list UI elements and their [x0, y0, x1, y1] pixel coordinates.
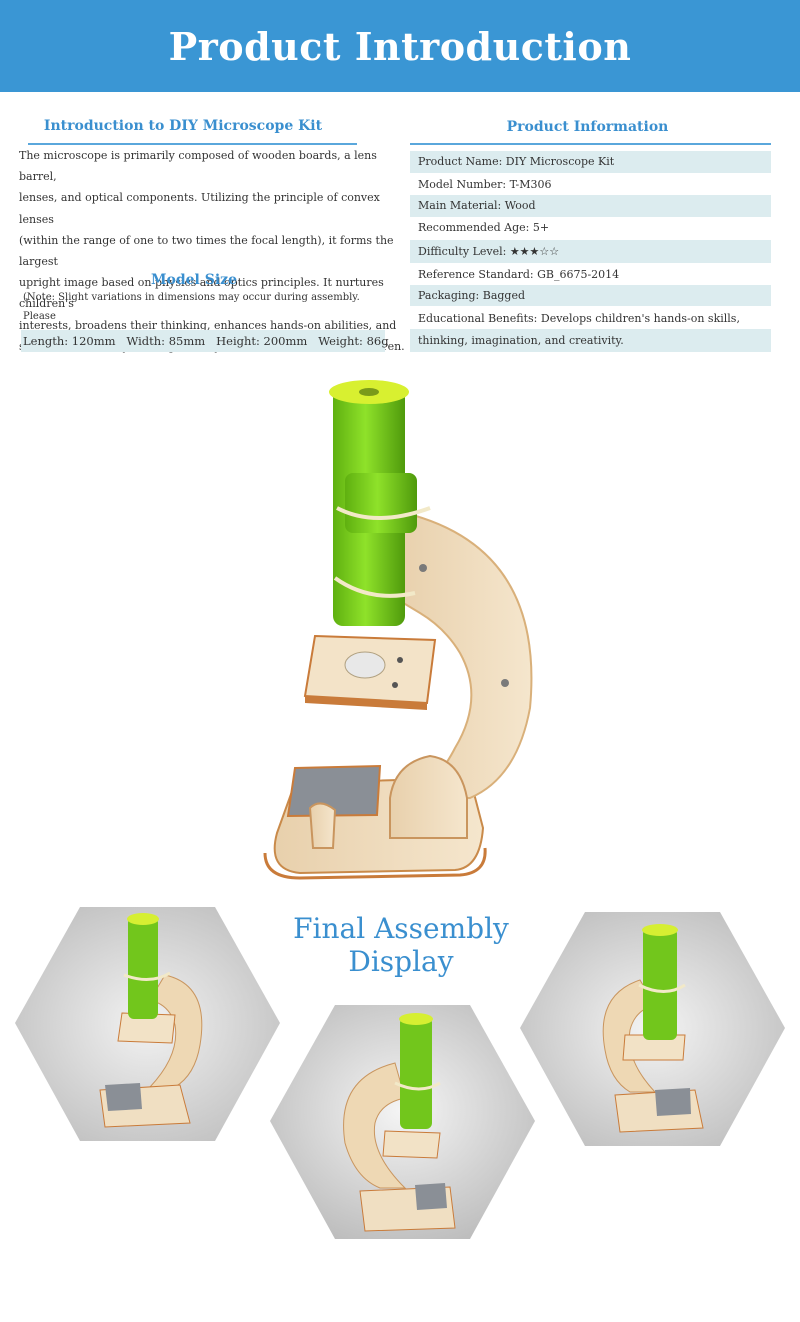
product-info-divider [410, 143, 771, 145]
product-info-heading: Product Information [506, 119, 669, 135]
info-row-benefits: Educational Benefits: Develops children'… [418, 312, 740, 345]
info-row-difficulty: Difficulty Level: ★★★☆☆ [410, 240, 771, 263]
intro-line: interests, broadens their thinking, enha… [19, 318, 397, 332]
assembly-photo-center [270, 1005, 535, 1239]
assembly-photo-left [15, 907, 280, 1141]
intro-line: lenses, and optical components. Utilizin… [19, 191, 380, 226]
info-row-benefits-cont: thinking, imagination, and creativity. [410, 329, 771, 352]
page-title: Product Introduction [168, 23, 632, 69]
intro-heading: Introduction to DIY Microscope Kit [43, 118, 323, 134]
info-row-product-name: Product Name: DIY Microscope Kit [410, 151, 771, 173]
intro-line: (within the range of one to two times th… [19, 233, 394, 269]
info-row-model-number: Model Number: T-M306 [418, 178, 552, 191]
final-assembly-heading: Final Assembly Display [293, 912, 509, 978]
intro-divider [28, 143, 357, 145]
intro-line: upright image based on physics and optic… [19, 276, 384, 311]
info-row-packaging: Packaging: Bagged [410, 285, 771, 306]
assembly-photo-right [520, 912, 785, 1146]
intro-line: The microscope is primarily composed of … [19, 149, 377, 184]
info-row-standard: Reference Standard: GB_6675-2014 [418, 268, 620, 281]
microscope-product-image [263, 380, 533, 880]
note-line: (Note: Slight variations in dimensions m… [23, 292, 360, 322]
page-banner: Product Introduction [0, 0, 800, 92]
info-row-age: Recommended Age: 5+ [418, 221, 550, 234]
dimensions-bar: Length: 120mm Width: 85mm Height: 200mm … [21, 330, 389, 352]
info-row-material: Main Material: Wood [410, 195, 771, 217]
model-size-heading: Model Size [150, 272, 237, 288]
